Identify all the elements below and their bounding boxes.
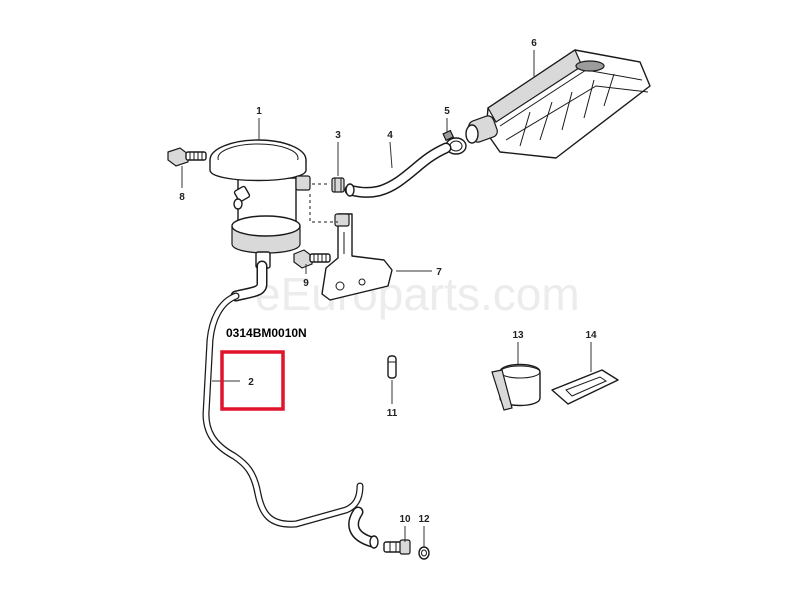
part-12-o-ring[interactable] bbox=[418, 546, 430, 560]
leader-lines bbox=[181, 50, 592, 546]
part-8-bolt[interactable] bbox=[167, 147, 207, 167]
part-13-clip[interactable] bbox=[491, 363, 541, 411]
callout-11[interactable]: 11 bbox=[387, 408, 398, 419]
part-3-clamp[interactable] bbox=[331, 177, 345, 193]
callout-14[interactable]: 14 bbox=[585, 330, 597, 341]
part-1-oil-separator[interactable] bbox=[209, 139, 311, 269]
part-10-connector[interactable] bbox=[383, 539, 411, 555]
callout-13[interactable]: 13 bbox=[512, 330, 524, 341]
callout-9[interactable]: 9 bbox=[303, 278, 309, 289]
assembly-guide-lines bbox=[306, 183, 338, 263]
callout-5[interactable]: 5 bbox=[444, 106, 450, 117]
callout-12[interactable]: 12 bbox=[418, 514, 430, 525]
part-6-valve-cover[interactable] bbox=[465, 49, 651, 159]
diagram-code-label: 0314BM0010N bbox=[226, 326, 307, 340]
part-7-bracket[interactable] bbox=[321, 213, 393, 301]
part-14-gasket[interactable] bbox=[551, 369, 619, 405]
part-11-pin[interactable] bbox=[387, 355, 397, 379]
callout-10[interactable]: 10 bbox=[399, 514, 411, 525]
part-4-breather-hose[interactable] bbox=[344, 142, 452, 198]
watermark: eEuroparts.com bbox=[255, 268, 580, 320]
callout-3[interactable]: 3 bbox=[335, 130, 341, 141]
callout-7[interactable]: 7 bbox=[436, 267, 442, 278]
callout-1[interactable]: 1 bbox=[256, 106, 262, 117]
part-2-drain-pipe[interactable] bbox=[202, 260, 379, 549]
callout-4[interactable]: 4 bbox=[387, 130, 393, 141]
callout-8[interactable]: 8 bbox=[179, 192, 185, 203]
part-9-bolt[interactable] bbox=[293, 249, 331, 269]
callout-labels: 1 2 3 4 5 6 7 8 9 10 11 12 13 14 bbox=[179, 38, 597, 525]
callout-6[interactable]: 6 bbox=[531, 38, 537, 49]
highlight-box bbox=[220, 350, 285, 411]
callout-2[interactable]: 2 bbox=[248, 377, 254, 388]
